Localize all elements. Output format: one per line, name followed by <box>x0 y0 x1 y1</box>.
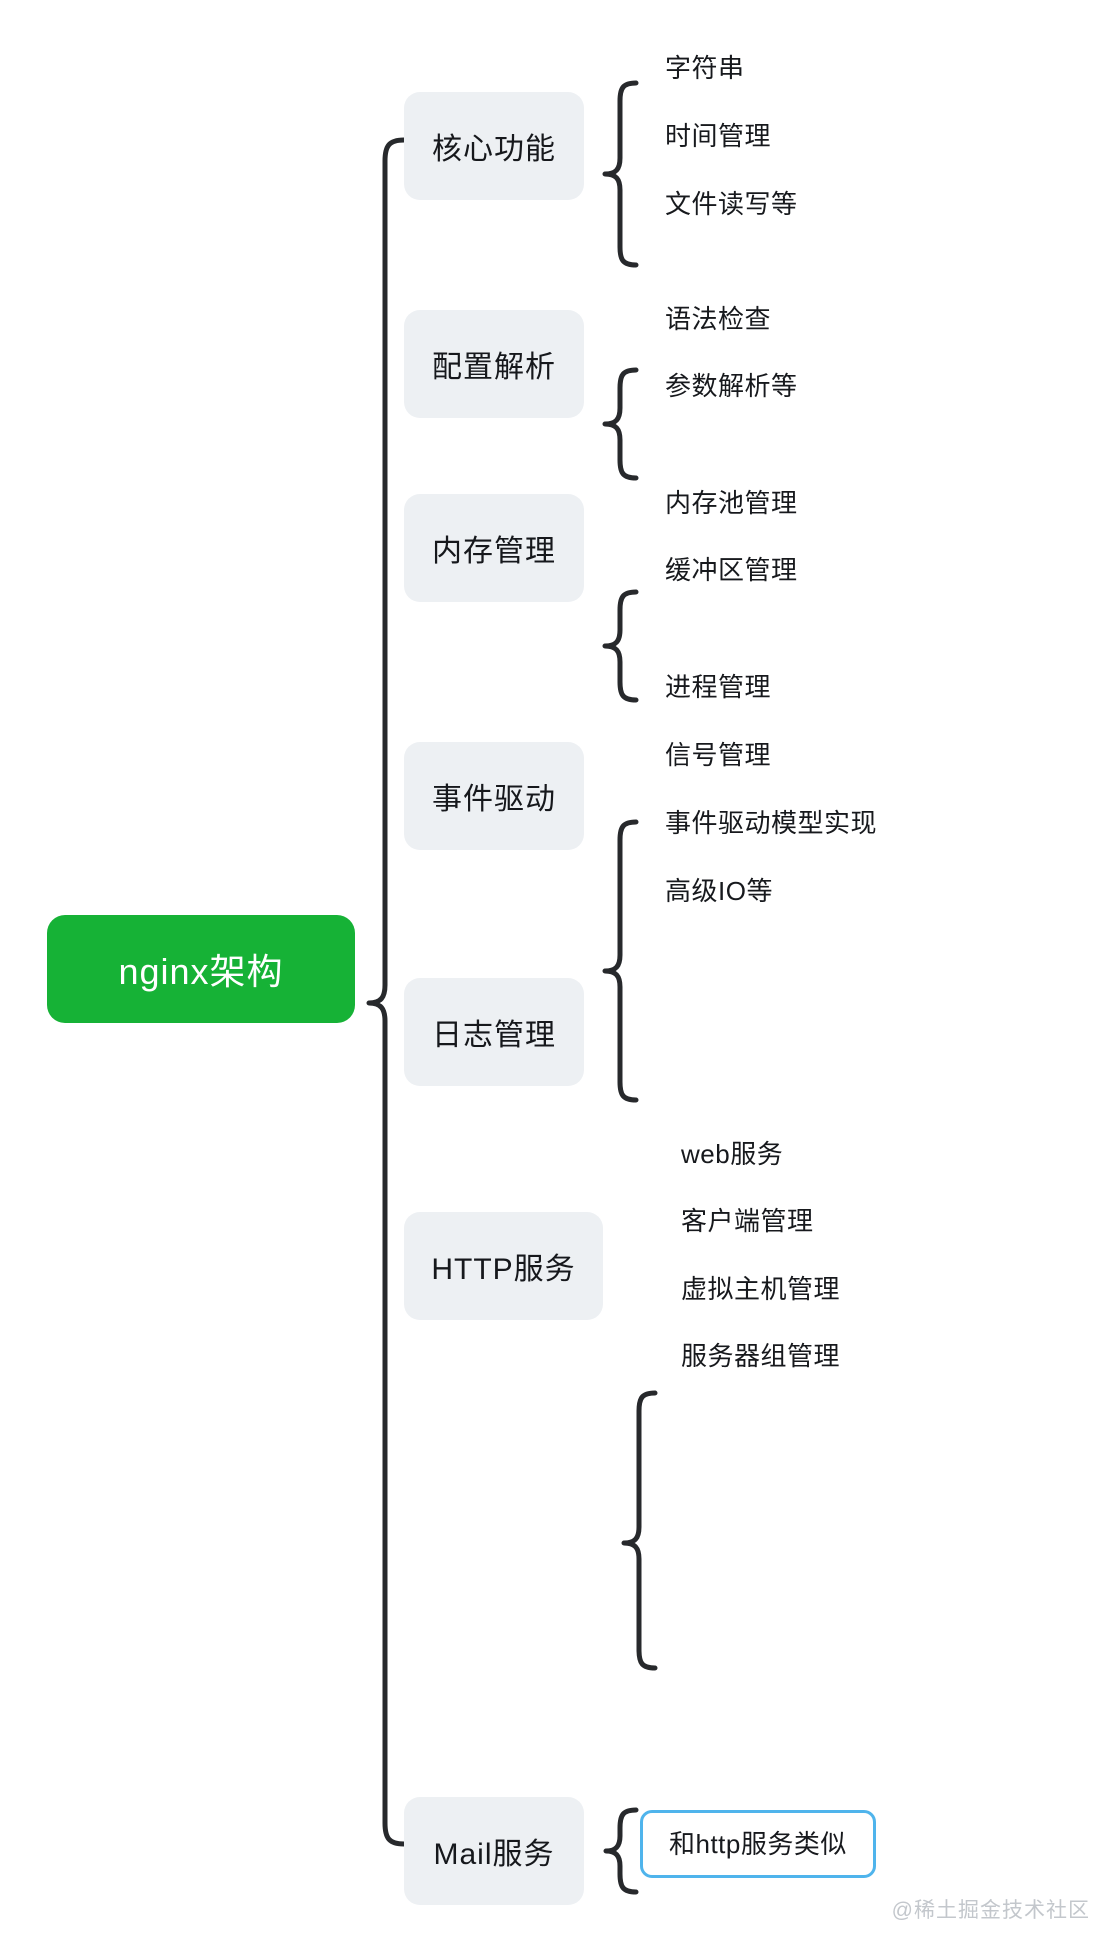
trunk-brace <box>366 137 407 1847</box>
branch-node-label: 内存管理 <box>432 535 556 568</box>
leaf-label-text: 和http服务类似 <box>669 1829 847 1859</box>
leaf-memory-pool[interactable]: 内存池管理 <box>665 490 798 516</box>
leaf-label-text: 客户端管理 <box>681 1206 814 1236</box>
brace-mail <box>603 1807 639 1895</box>
leaf-event-model-impl[interactable]: 事件驱动模型实现 <box>665 810 877 836</box>
branch-node-event-driven[interactable]: 事件驱动 <box>404 742 584 850</box>
leaf-label-text: 参数解析等 <box>665 371 798 401</box>
watermark: @稀土掘金技术社区 <box>892 1894 1090 1924</box>
leaf-label-text: web服务 <box>681 1139 784 1169</box>
branch-node-log-management[interactable]: 日志管理 <box>404 978 584 1086</box>
leaf-time-management[interactable]: 时间管理 <box>665 123 771 149</box>
leaf-virtual-host-management[interactable]: 虚拟主机管理 <box>681 1276 840 1302</box>
leaf-label-text: 服务器组管理 <box>681 1341 841 1371</box>
brace-event <box>602 819 639 1103</box>
branch-node-label: 事件驱动 <box>432 783 556 816</box>
leaf-label-text: 文件读写等 <box>665 189 798 219</box>
leaf-label-text: 事件驱动模型实现 <box>665 808 878 838</box>
leaf-server-group-management[interactable]: 服务器组管理 <box>681 1343 840 1369</box>
branch-node-memory-management[interactable]: 内存管理 <box>404 494 584 602</box>
branch-node-label: 日志管理 <box>432 1019 556 1052</box>
branch-node-mail-service[interactable]: Mail服务 <box>404 1797 584 1905</box>
brace-http <box>621 1390 658 1671</box>
leaf-signal-management[interactable]: 信号管理 <box>665 742 771 768</box>
leaf-param-parsing[interactable]: 参数解析等 <box>665 373 798 399</box>
branch-node-label: Mail服务 <box>433 1838 555 1871</box>
leaf-label-text: 时间管理 <box>665 121 772 151</box>
leaf-label-text: 进程管理 <box>665 672 772 702</box>
branch-node-label: 配置解析 <box>432 351 556 384</box>
leaf-label-text: 字符串 <box>665 53 745 83</box>
leaf-string[interactable]: 字符串 <box>665 55 745 81</box>
brace-config <box>602 367 639 481</box>
brace-memory <box>602 589 639 703</box>
leaf-label-text: 内存池管理 <box>665 488 798 518</box>
leaf-syntax-check[interactable]: 语法检查 <box>665 306 771 332</box>
leaf-similar-to-http[interactable]: 和http服务类似 <box>640 1810 876 1878</box>
leaf-web-service[interactable]: web服务 <box>681 1141 783 1167</box>
watermark-text: @稀土掘金技术社区 <box>891 1899 1090 1922</box>
leaf-label-text: 缓冲区管理 <box>665 555 798 585</box>
branch-node-http-service[interactable]: HTTP服务 <box>404 1212 603 1320</box>
branch-node-core-functions[interactable]: 核心功能 <box>404 92 584 200</box>
leaf-label-text: 虚拟主机管理 <box>681 1274 841 1304</box>
leaf-label-text: 高级IO等 <box>665 876 773 906</box>
leaf-file-io[interactable]: 文件读写等 <box>665 191 798 217</box>
root-node-nginx[interactable]: nginx架构 <box>47 915 355 1023</box>
root-node-label: nginx架构 <box>118 951 284 992</box>
leaf-label-text: 语法检查 <box>665 304 772 334</box>
branch-node-label: HTTP服务 <box>431 1253 576 1286</box>
branch-node-label: 核心功能 <box>432 133 556 166</box>
leaf-client-management[interactable]: 客户端管理 <box>681 1208 814 1234</box>
leaf-label-text: 信号管理 <box>665 740 772 770</box>
leaf-process-management[interactable]: 进程管理 <box>665 674 771 700</box>
leaf-advanced-io[interactable]: 高级IO等 <box>665 878 773 904</box>
brace-core <box>602 80 639 268</box>
branch-node-config-parsing[interactable]: 配置解析 <box>404 310 584 418</box>
leaf-buffer-management[interactable]: 缓冲区管理 <box>665 557 798 583</box>
